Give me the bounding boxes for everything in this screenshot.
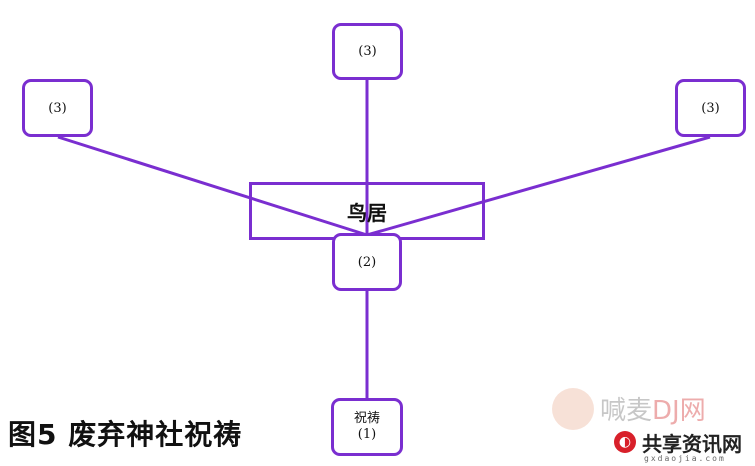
node-bottom-label-line2: (1)	[357, 427, 377, 442]
figure-caption: 图5 废弃神社祝祷	[8, 418, 243, 451]
node-middle: (2)	[332, 233, 402, 291]
watermark-top-text: 喊麦DJ网	[600, 390, 706, 427]
node-left-label: (3)	[48, 100, 67, 116]
node-top: (3)	[332, 23, 403, 80]
watermark-bottom: ◐ 共享资讯网 gxdaojia.com	[614, 427, 754, 465]
line-right-to-center	[366, 135, 711, 237]
node-left: (3)	[22, 79, 93, 137]
torii-label: 鸟居	[347, 200, 387, 225]
watermark-bottom-text: 共享资讯网	[642, 432, 742, 456]
torii-gate-box: 鸟居	[249, 182, 485, 240]
node-top-label: (3)	[358, 44, 377, 59]
watermark-swirl-icon: ◐	[614, 431, 636, 453]
node-bottom: 祝祷 (1)	[331, 398, 403, 456]
node-bottom-label-line1: 祝祷	[353, 411, 380, 426]
watermark-logo-icon	[552, 388, 594, 430]
line-left-to-center	[57, 135, 368, 237]
watermark-top-text-main: 喊麦	[600, 396, 653, 426]
watermark-top: 喊麦DJ网	[552, 388, 752, 430]
node-right: (3)	[675, 79, 746, 137]
node-middle-label: (2)	[357, 254, 377, 270]
watermark-bottom-sub: gxdaojia.com	[644, 454, 726, 463]
watermark-top-brand: DJ网	[652, 396, 706, 426]
node-right-label: (3)	[701, 100, 720, 116]
